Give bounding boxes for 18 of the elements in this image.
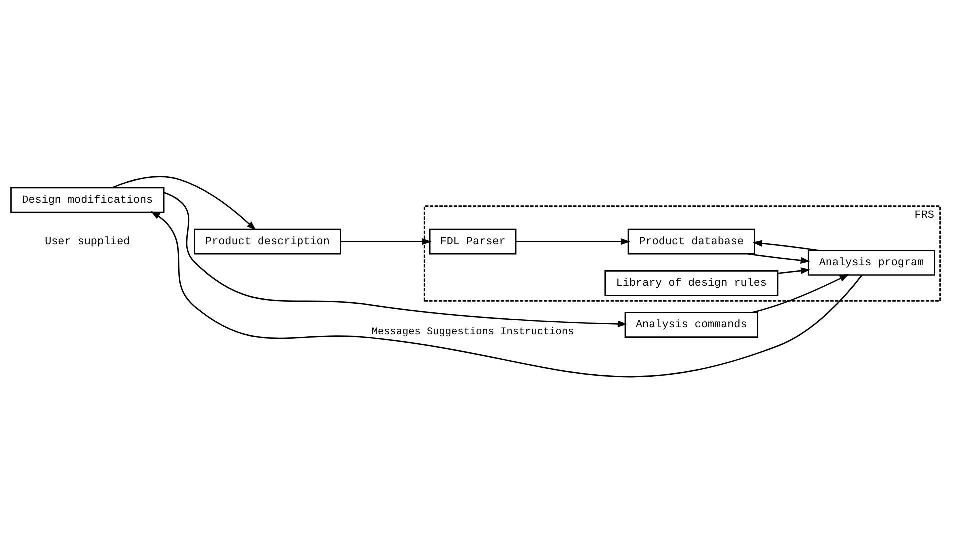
node-box: Library of design rules [604,270,779,296]
label: User supplied [45,236,130,248]
arrow [752,240,819,251]
node-box: FDL Parser [429,228,517,254]
arrow [516,238,631,245]
node-box: Analysis commands [624,312,759,338]
arrow [778,267,811,274]
arrow [112,176,256,230]
arrow [748,252,810,264]
arrow [752,274,850,313]
node-box: Product description [194,228,342,254]
arrow [340,238,432,245]
edge-label: Messages Suggestions Instructions [372,326,574,338]
node-box: Analysis program [808,250,936,276]
arrow [150,210,863,378]
node-box: Product database [628,228,756,254]
arrow [164,192,628,328]
node-box: Design modifications [10,186,165,213]
